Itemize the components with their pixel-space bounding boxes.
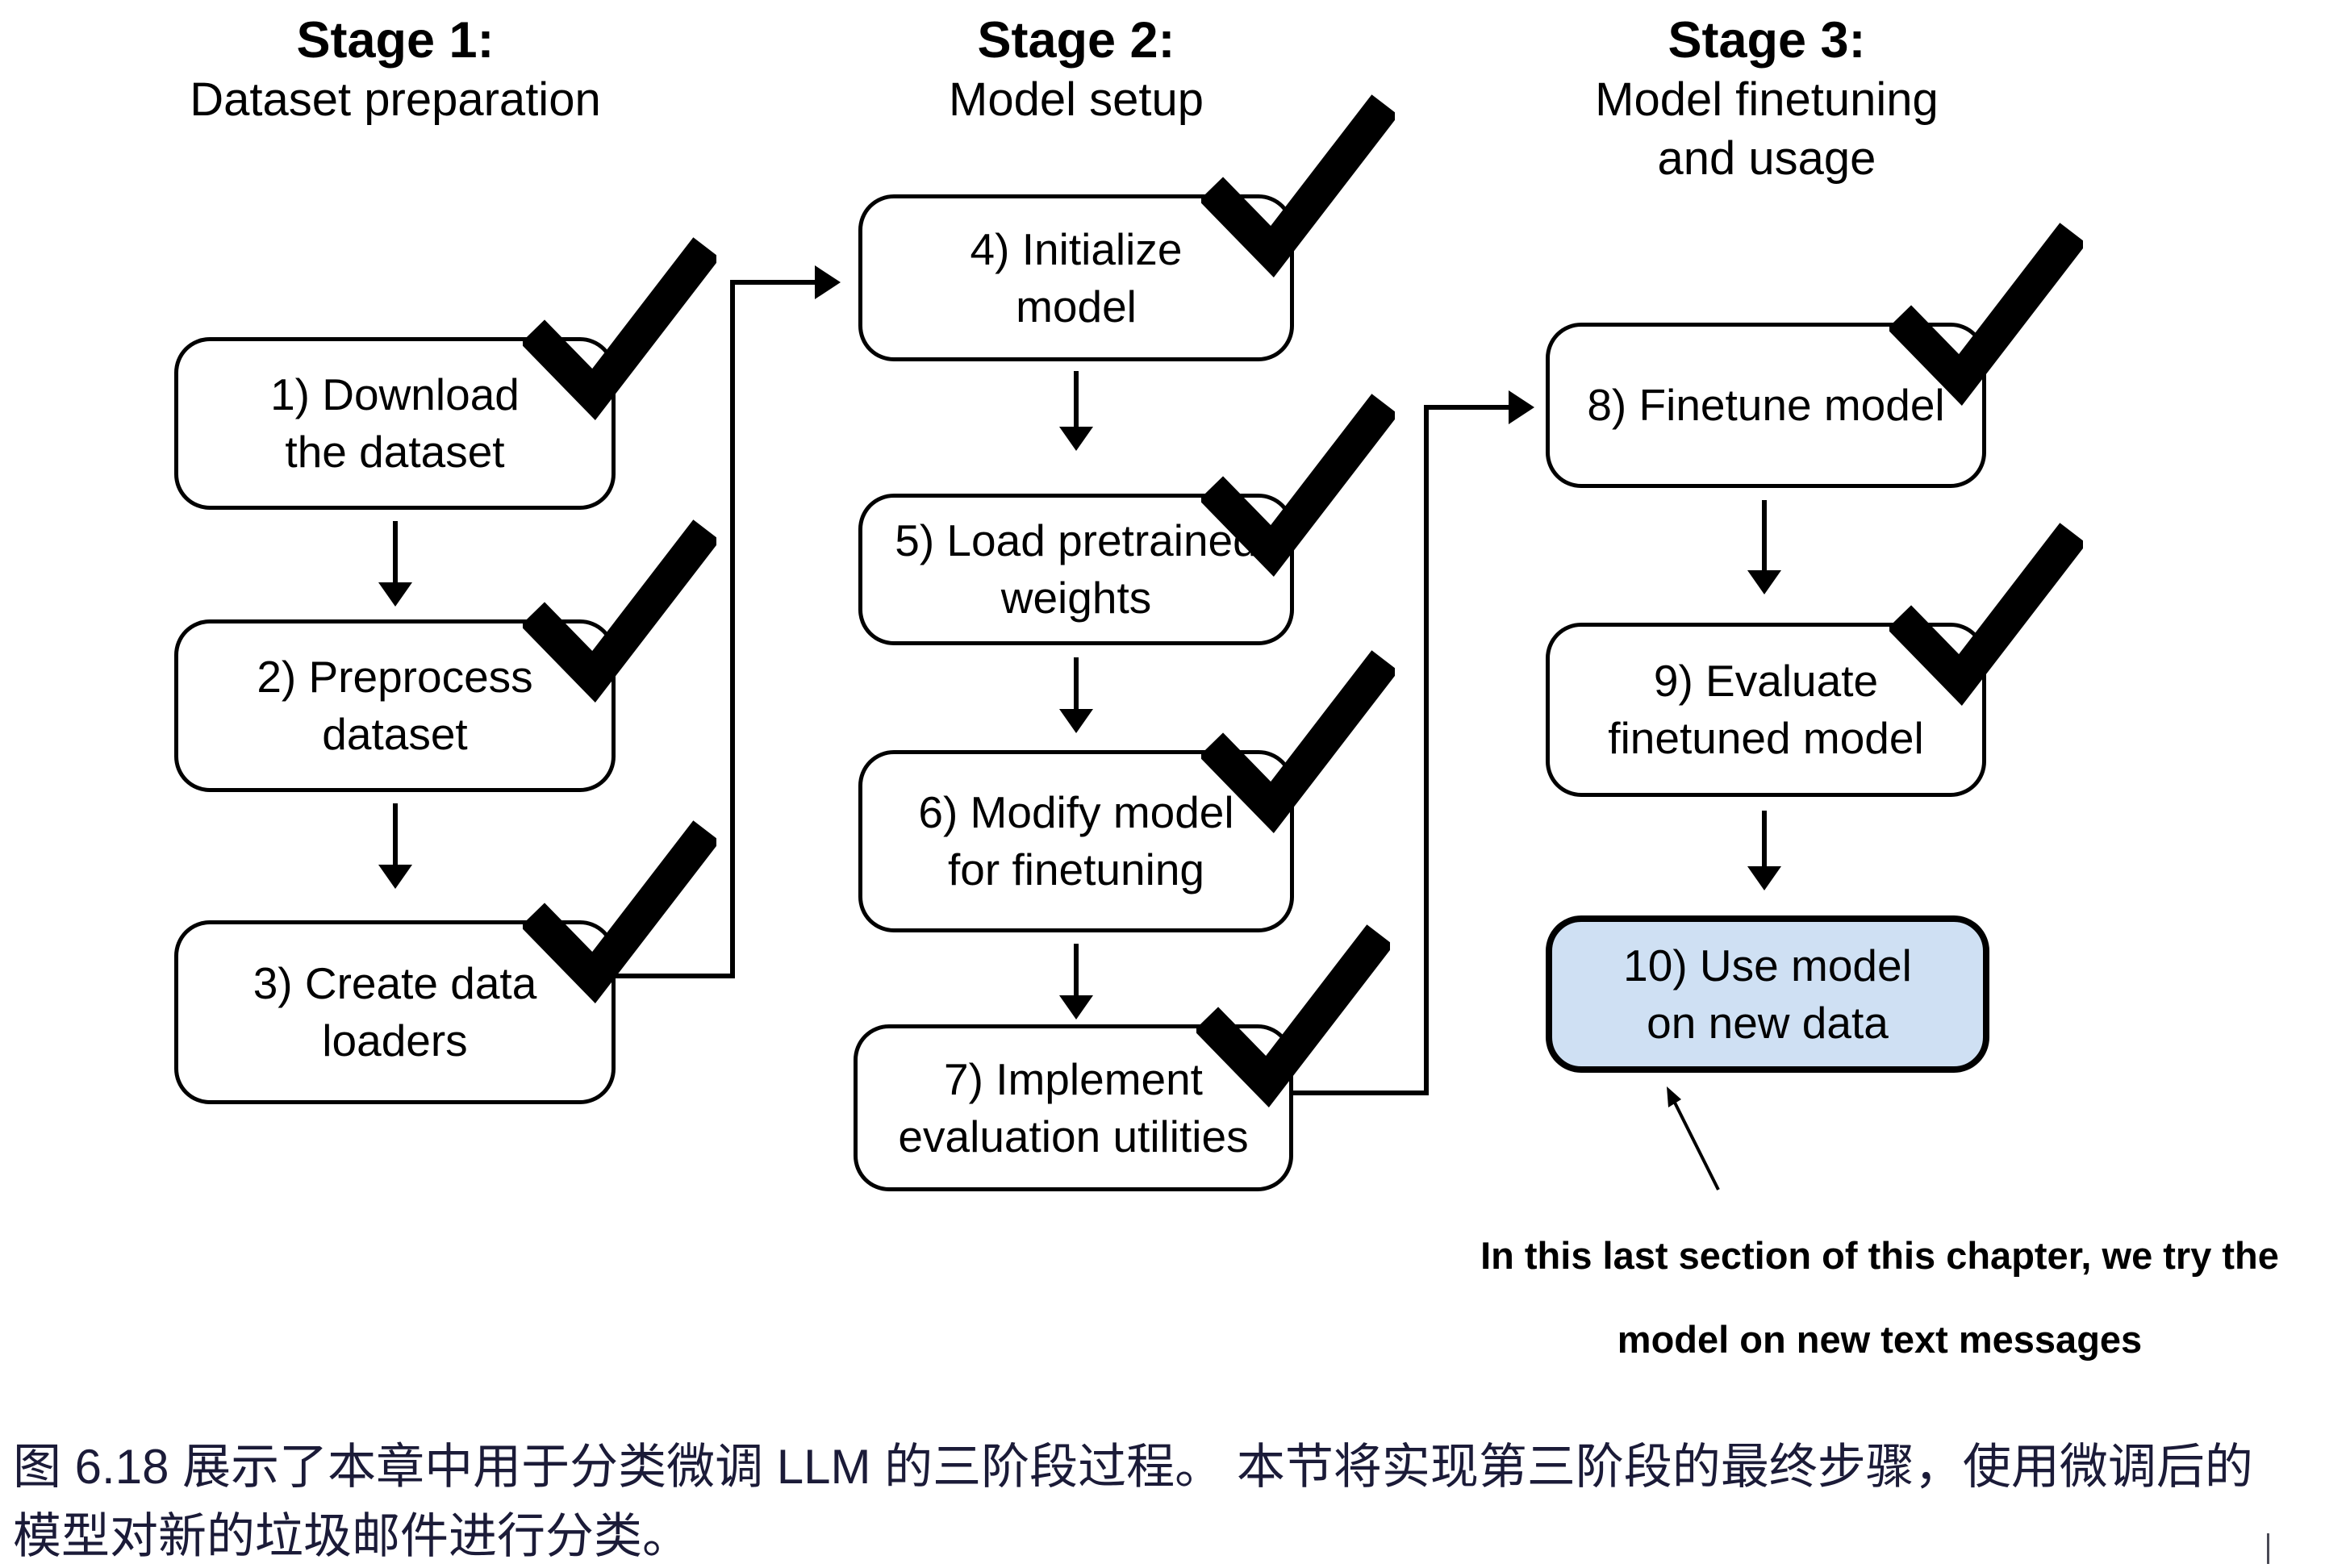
step-9-line2: finetuned model <box>1608 713 1924 763</box>
annotation-line1: In this last section of this chapter, we… <box>1480 1234 2279 1277</box>
step-5-line2: weights <box>1000 573 1152 623</box>
step-2-line1: 2) Preprocess <box>257 652 533 702</box>
stage3-header: Stage 3: Model finetuning and usage <box>1460 11 2073 188</box>
annotation-line2: model on new text messages <box>1617 1318 2143 1361</box>
step-6-line1: 6) Modify model <box>918 787 1234 837</box>
text-cursor-artifact <box>2267 1533 2269 1564</box>
arrow-down-5-6 <box>1074 657 1079 710</box>
checkmark-icon <box>523 519 716 703</box>
step-7-line1: 7) Implement <box>944 1053 1203 1104</box>
stage1-subtitle: Dataset preparation <box>190 73 601 126</box>
stage3-subtitle-line2: and usage <box>1657 132 1876 185</box>
checkmark-icon <box>1201 394 1395 578</box>
arrow-down-1-2 <box>393 521 398 583</box>
step-box-8-finetune-model: 8) Finetune model <box>1546 323 1986 488</box>
step-10-line2: on new data <box>1647 997 1889 1048</box>
arrow-down-9-10 <box>1762 811 1767 867</box>
connector-3-4-horizontal-bottom <box>616 974 735 978</box>
step-6-line2: for finetuning <box>948 844 1204 895</box>
step-9-line1: 9) Evaluate <box>1653 656 1879 706</box>
step-2-line2: dataset <box>322 709 468 759</box>
step-box-6-modify-model-for-finetuning: 6) Modify model for finetuning <box>858 750 1294 932</box>
step-10-line1: 10) Use model <box>1623 940 1912 990</box>
connector-7-8-vertical <box>1424 405 1429 1095</box>
connector-7-8-horizontal-bottom <box>1291 1091 1429 1095</box>
step-box-10-use-model-on-new-data: 10) Use model on new data <box>1546 915 1989 1073</box>
connector-7-8-arrowhead <box>1509 390 1534 424</box>
step-5-line1: 5) Load pretrained <box>895 515 1258 565</box>
step-4-line1: 4) Initialize <box>970 223 1183 274</box>
step-3-line2: loaders <box>322 1015 468 1065</box>
step-1-line2: the dataset <box>285 427 505 477</box>
checkmark-icon <box>1889 523 2083 707</box>
checkmark-icon <box>523 820 716 1004</box>
connector-3-4-vertical <box>730 280 735 978</box>
step-box-3-create-data-loaders: 3) Create data loaders <box>174 920 616 1104</box>
step-box-2-preprocess-dataset: 2) Preprocess dataset <box>174 619 616 792</box>
step-1-line1: 1) Download <box>270 369 520 419</box>
checkmark-icon <box>1201 650 1395 834</box>
figure-caption: 图 6.18 展示了本章中用于分类微调 LLM 的三阶段过程。 本节将实现第三阶… <box>13 1432 2312 1568</box>
caption-line2: 模型对新的垃圾邮件进行分类。 <box>13 1509 691 1563</box>
connector-3-4-horizontal-top <box>730 280 815 285</box>
arrow-down-8-9 <box>1762 500 1767 571</box>
arrow-down-6-7 <box>1074 944 1079 996</box>
step-box-1-download-dataset: 1) Download the dataset <box>174 337 616 510</box>
stage3-title: Stage 3: <box>1668 12 1866 69</box>
checkmark-icon <box>1196 924 1390 1108</box>
stage2-title: Stage 2: <box>977 12 1175 69</box>
stage1-title: Stage 1: <box>296 12 495 69</box>
step-box-9-evaluate-finetuned-model: 9) Evaluate finetuned model <box>1546 623 1986 797</box>
stage3-subtitle-line1: Model finetuning <box>1595 73 1939 126</box>
checkmark-icon <box>1889 223 2083 407</box>
step-7-line2: evaluation utilities <box>898 1111 1249 1161</box>
arrow-down-4-5 <box>1074 371 1079 427</box>
annotation-arrow-icon <box>1667 1086 1720 1191</box>
connector-7-8-horizontal-top <box>1424 405 1509 410</box>
step-4-line2: model <box>1016 281 1137 332</box>
step-3-line1: 3) Create data <box>253 958 537 1008</box>
checkmark-icon <box>1201 94 1395 278</box>
stage2-subtitle: Model setup <box>949 73 1204 126</box>
stage2-header: Stage 2: Model setup <box>770 11 1383 129</box>
annotation-text: In this last section of this chapter, we… <box>1412 1214 2325 1382</box>
caption-line1: 图 6.18 展示了本章中用于分类微调 LLM 的三阶段过程。 本节将实现第三阶… <box>13 1440 2253 1494</box>
connector-3-4-arrowhead <box>815 265 841 299</box>
checkmark-icon <box>523 237 716 421</box>
stage1-header: Stage 1: Dataset preparation <box>89 11 702 129</box>
arrow-down-2-3 <box>393 803 398 865</box>
step-8-line1: 8) Finetune model <box>1587 380 1945 430</box>
